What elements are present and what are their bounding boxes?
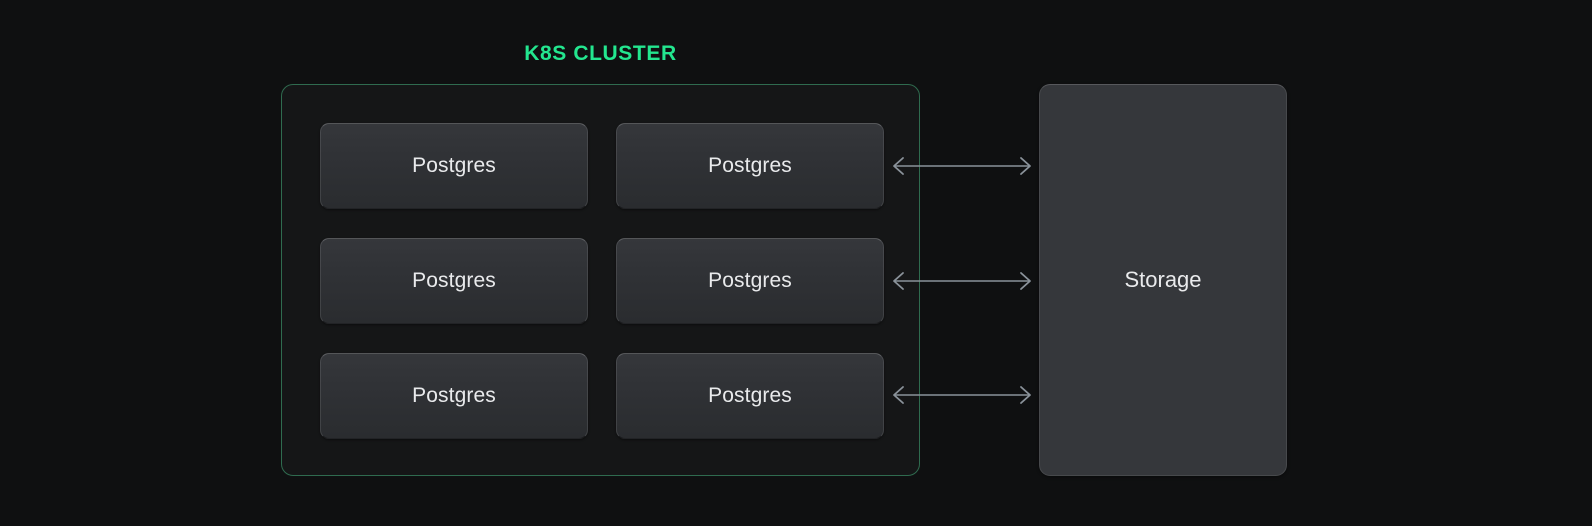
postgres-node-label: Postgres — [708, 154, 792, 177]
postgres-node-label: Postgres — [708, 269, 792, 292]
postgres-node-label: Postgres — [708, 384, 792, 407]
postgres-node-label: Postgres — [412, 154, 496, 177]
postgres-node-label: Postgres — [412, 384, 496, 407]
postgres-node-grid: Postgres Postgres Postgres Postgres Post… — [320, 123, 884, 439]
postgres-node[interactable]: Postgres — [320, 238, 588, 324]
storage-label: Storage — [1124, 267, 1202, 292]
bidirectional-arrow-icon — [888, 384, 1036, 406]
storage-box[interactable]: Storage — [1039, 84, 1287, 476]
postgres-node[interactable]: Postgres — [616, 123, 884, 209]
cluster-title: K8S CLUSTER — [524, 42, 677, 65]
postgres-node[interactable]: Postgres — [616, 353, 884, 439]
postgres-node[interactable]: Postgres — [616, 238, 884, 324]
postgres-node[interactable]: Postgres — [320, 353, 588, 439]
postgres-node[interactable]: Postgres — [320, 123, 588, 209]
bidirectional-arrow-icon — [888, 270, 1036, 292]
postgres-node-label: Postgres — [412, 269, 496, 292]
bidirectional-arrow-icon — [888, 155, 1036, 177]
